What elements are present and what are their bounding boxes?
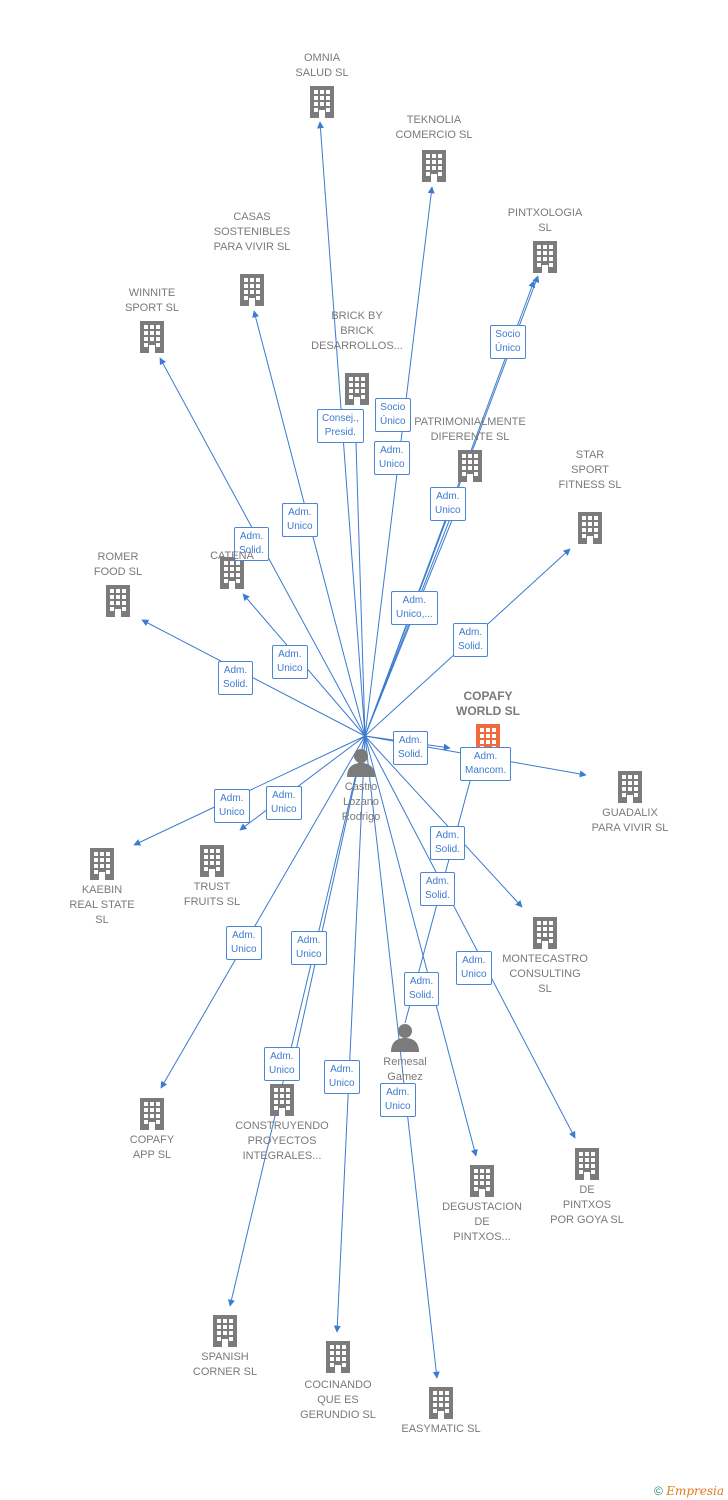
node-label-star[interactable]: STAR SPORT FITNESS SL (558, 449, 622, 491)
building-icon-romer[interactable] (106, 585, 130, 617)
edge-castro-degustacion (364, 735, 478, 1157)
node-label-brick[interactable]: BRICK BY BRICK DESARROLLOS... (311, 310, 403, 352)
building-icon-construyendo[interactable] (270, 1084, 294, 1116)
building-icon-cocinando[interactable] (326, 1341, 350, 1373)
building-icon-montecastro[interactable] (533, 917, 557, 949)
edge-label-pintxologia[interactable]: Adm. Unico (430, 487, 466, 521)
building-icon-copafy_app[interactable] (140, 1098, 164, 1130)
edge-label-trust[interactable]: Adm. Unico (266, 786, 302, 820)
edge-castro-cocinando (333, 735, 366, 1333)
building-icon-degustacion[interactable] (470, 1165, 494, 1197)
node-label-omnia[interactable]: OMNIA SALUD SL (295, 52, 349, 79)
edge-label-romer[interactable]: Adm. Solid. (218, 661, 254, 695)
edge-label-copafy_world[interactable]: Adm. Solid. (393, 731, 429, 765)
edge-label-patrimonial[interactable]: Adm. Unico,... (391, 591, 438, 625)
edge-castro-spanish (228, 735, 366, 1307)
building-icon-omnia[interactable] (310, 86, 334, 118)
node-label-casas[interactable]: CASAS SOSTENIBLES PARA VIVIR SL (213, 211, 291, 253)
edge-label-catena[interactable]: Adm. Unico (272, 645, 308, 679)
building-icon-easymatic[interactable] (429, 1387, 453, 1419)
node-label-patrimonial[interactable]: PATRIMONIALMENTE DIFERENTE SL (414, 416, 526, 443)
node-label-trust[interactable]: TRUST FRUITS SL (183, 881, 241, 908)
building-icon-kaebin[interactable] (90, 848, 114, 880)
building-icon-patrimonial[interactable] (458, 450, 482, 482)
edge-label-winnite[interactable]: Adm. Solid. (234, 527, 270, 561)
footer-brand: © Empresia (654, 1484, 724, 1498)
node-label-cocinando[interactable]: COCINANDO QUE ES GERUNDIO SL (300, 1379, 376, 1421)
edge-label-brick[interactable]: Consej., Presid. (317, 409, 364, 443)
edge-label-copafy_app[interactable]: Adm. Unico (226, 926, 262, 960)
building-icon-pintxologia[interactable] (533, 241, 557, 273)
building-icon-winnite[interactable] (140, 321, 164, 353)
edge-castro-brick (351, 409, 366, 737)
node-label-construyendo[interactable]: CONSTRUYENDO PROYECTOS INTEGRALES... (235, 1120, 329, 1162)
edge-castro-romer (141, 619, 366, 737)
edge-label-copafy_world[interactable]: Adm. Solid. (404, 972, 440, 1006)
edge-label-depintxos[interactable]: Adm. Unico (456, 951, 492, 985)
node-label-castro[interactable]: Castro Lozano Rodrigo (341, 781, 381, 823)
node-label-guadalix[interactable]: GUADALIX PARA VIVIR SL (591, 807, 669, 834)
edge-castro-construyendo (287, 735, 366, 1079)
edge-label-star[interactable]: Adm. Solid. (453, 623, 489, 657)
building-icon-casas[interactable] (240, 274, 264, 306)
building-icon-teknolia[interactable] (422, 150, 446, 182)
node-label-spanish[interactable]: SPANISH CORNER SL (192, 1351, 258, 1378)
edge-castro-trust (239, 735, 366, 831)
node-label-teknolia[interactable]: TEKNOLIA COMERCIO SL (395, 114, 473, 141)
node-label-depintxos[interactable]: DE PINTXOS POR GOYA SL (550, 1184, 624, 1226)
node-label-catena[interactable]: CATENA (210, 550, 254, 562)
person-icon-castro[interactable] (347, 749, 375, 777)
edge-label-easymatic[interactable]: Adm. Unico (380, 1083, 416, 1117)
edge-label-cocinando[interactable]: Adm. Unico (324, 1060, 360, 1094)
node-label-remesal[interactable]: Remesal Gamez (383, 1056, 427, 1083)
edge-castro-depintxos (364, 735, 576, 1139)
node-label-montecastro[interactable]: MONTECASTRO CONSULTING SL (502, 953, 588, 995)
node-label-copafy_world[interactable]: COPAFY WORLD SL (456, 689, 520, 718)
edge-label-construyendo[interactable]: Adm. Unico (291, 931, 327, 965)
building-icon-spanish[interactable] (213, 1315, 237, 1347)
node-label-easymatic[interactable]: EASYMATIC SL (401, 1423, 481, 1435)
node-label-pintxologia[interactable]: PINTXOLOGIA SL (507, 207, 583, 234)
edge-label-spanish[interactable]: Adm. Unico (264, 1047, 300, 1081)
building-icon-brick[interactable] (345, 373, 369, 405)
edge-label-montecastro[interactable]: Adm. Solid. (430, 826, 466, 860)
node-label-kaebin[interactable]: KAEBIN REAL STATE SL (69, 884, 135, 926)
edge-castro-montecastro (364, 735, 523, 908)
node-label-copafy_app[interactable]: COPAFY APP SL (129, 1134, 175, 1161)
building-icon-star[interactable] (578, 512, 602, 544)
copyright-symbol: © (654, 1484, 663, 1498)
edge-label-casas[interactable]: Adm. Unico (282, 503, 318, 537)
edge-castro-easymatic (364, 735, 440, 1379)
node-label-winnite[interactable]: WINNITE SPORT SL (124, 287, 179, 314)
node-label-romer[interactable]: ROMER FOOD SL (93, 551, 143, 578)
edge-label-pintxologia[interactable]: Socio Único (490, 325, 526, 359)
edge-label-degustacion[interactable]: Adm. Solid. (420, 872, 456, 906)
building-icon-depintxos[interactable] (575, 1148, 599, 1180)
building-icon-guadalix[interactable] (618, 771, 642, 803)
empresia-logo: Empresia (666, 1484, 724, 1498)
edge-label-guadalix[interactable]: Adm. Mancom. (460, 747, 512, 781)
node-label-degustacion[interactable]: DEGUSTACION DE PINTXOS... (442, 1201, 522, 1243)
edge-label-teknolia[interactable]: Adm. Unico (374, 441, 410, 475)
edge-label-patrimonial[interactable]: Socio Único (375, 398, 411, 432)
edge-castro-copafy_app (160, 735, 366, 1089)
person-icon-remesal[interactable] (391, 1024, 419, 1052)
edge-label-kaebin[interactable]: Adm. Unico (214, 789, 250, 823)
building-icon-trust[interactable] (200, 845, 224, 877)
